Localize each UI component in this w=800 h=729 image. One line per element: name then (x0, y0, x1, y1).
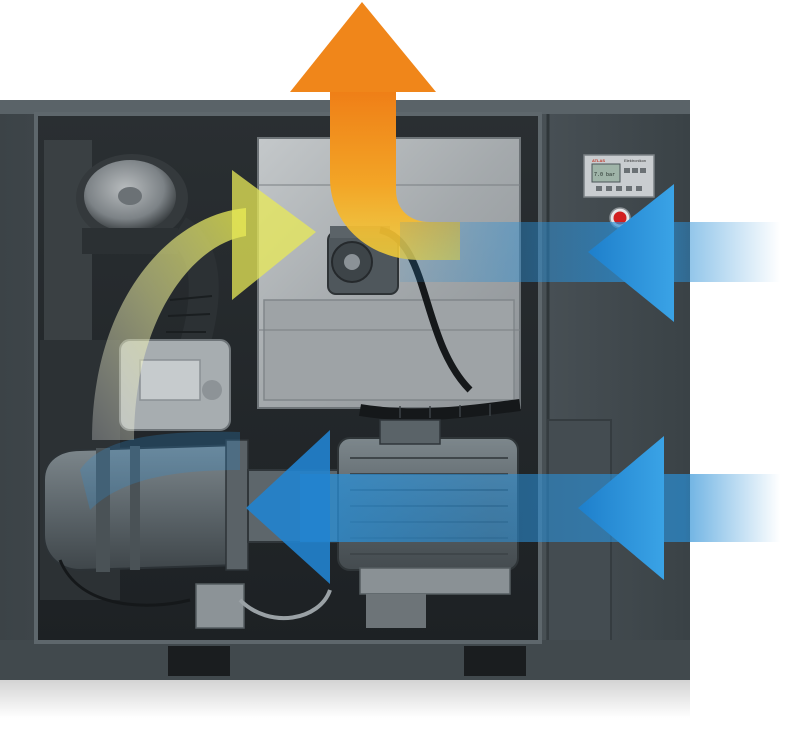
controller-keypad[interactable] (596, 168, 646, 191)
forklift-slot-right (464, 646, 526, 676)
internal-airflow-trail (80, 431, 240, 510)
controller-model: Elektronikon (624, 158, 646, 163)
floor-shadow (0, 678, 690, 718)
controller-brand: ATLAS (592, 158, 605, 163)
inlet-valve (119, 339, 231, 431)
inlet-air-arrow (92, 170, 316, 440)
controller-readout: 7.0 bar (594, 172, 615, 178)
controller-screen (591, 163, 621, 183)
cooling-air-arrow-upper (400, 184, 780, 322)
cabinet-base (0, 640, 690, 680)
hot-air-exhaust-arrow (290, 2, 460, 260)
air-end (43, 439, 249, 572)
cooling-air-arrow-lower (246, 430, 780, 584)
forklift-slot-left (168, 646, 230, 676)
controller-panel[interactable]: ATLAS Elektronikon 7.0 bar (583, 154, 655, 198)
air-filter (76, 154, 188, 254)
